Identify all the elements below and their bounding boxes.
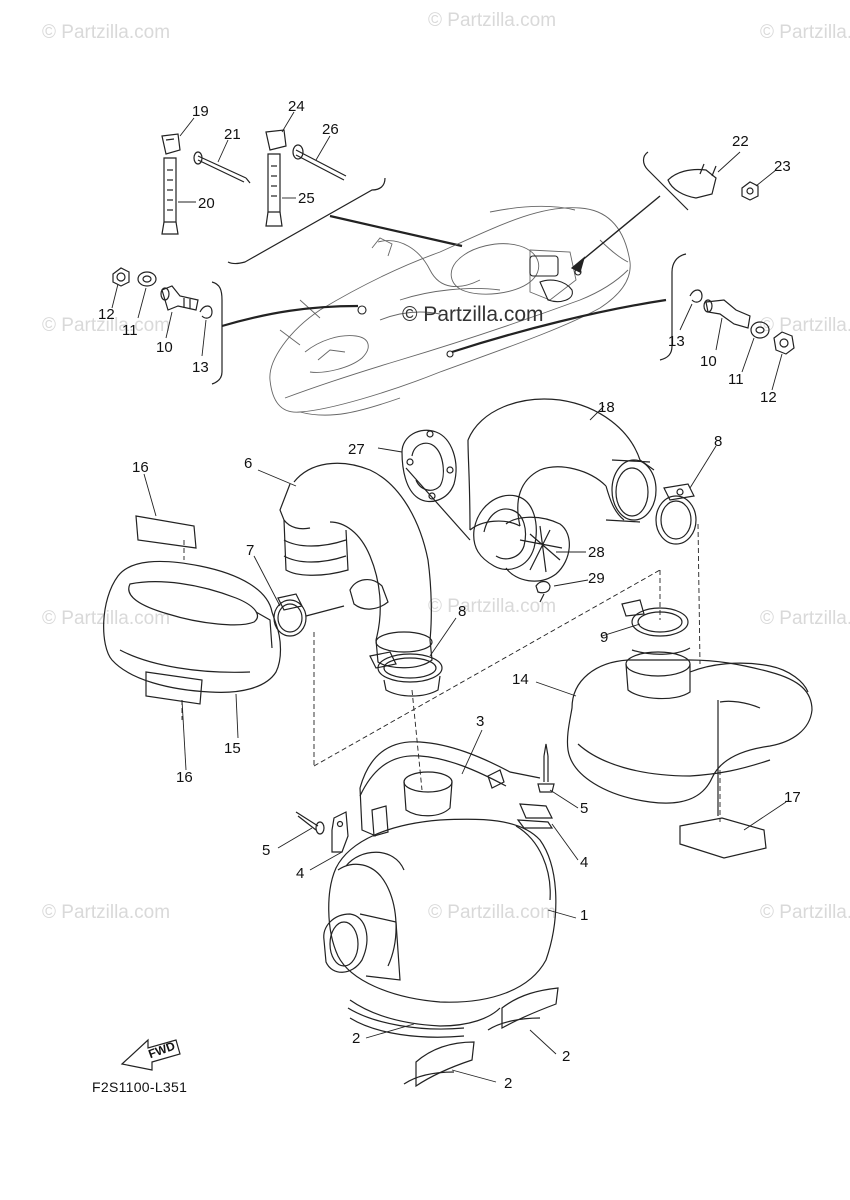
callout-12-left: 12: [98, 306, 115, 323]
callout-26: 26: [322, 121, 339, 138]
guide-lines: [181, 523, 721, 822]
callout-13-right: 13: [668, 333, 685, 350]
leader-line: [579, 195, 661, 263]
cable-tie-group: [161, 129, 463, 265]
callout-2-bottom: 2: [504, 1075, 513, 1092]
rivet-5-left: [295, 811, 325, 835]
callout-21: 21: [224, 126, 241, 143]
water-box-14: [566, 651, 813, 816]
callout-16-lower: 16: [176, 769, 193, 786]
flange-plate-27: [401, 429, 471, 541]
callout-27: 27: [348, 441, 365, 458]
pad-16: [135, 515, 203, 705]
watermark: © Partzilla.com: [428, 902, 557, 923]
center-watermark: © Partzilla.com: [402, 303, 544, 326]
callout-6: 6: [244, 455, 253, 472]
bracket-4-left: [331, 811, 349, 853]
leader-line: [451, 298, 667, 354]
callout-18: 18: [598, 399, 615, 416]
callout-8-upper: 8: [714, 433, 723, 450]
watermark: © Partzilla.com: [42, 22, 171, 43]
elbow-pipe-6: [279, 462, 433, 669]
callout-5-left: 5: [262, 842, 271, 859]
strap-3: [359, 741, 541, 837]
watermark: © Partzilla.com: [760, 902, 850, 923]
arrow-head: [570, 256, 586, 273]
callout-11-left: 11: [122, 322, 138, 339]
watermark: © Partzilla.com: [760, 315, 850, 336]
callout-1: 1: [580, 907, 589, 924]
callout-4-left: 4: [296, 865, 305, 882]
diagram-code: F2S1100-L351: [92, 1079, 188, 1095]
clamp-fitting: [403, 771, 453, 817]
callout-22: 22: [732, 133, 749, 150]
callout-29: 29: [588, 570, 605, 587]
callout-10-left: 10: [156, 339, 173, 356]
callout-23: 23: [774, 158, 791, 175]
resonator-box-15: [103, 560, 282, 693]
callout-4-right: 4: [580, 854, 589, 871]
drain-fitting-group-right: [659, 253, 795, 361]
watercraft-hull: [269, 205, 631, 416]
callout-10-right: 10: [700, 353, 717, 370]
callout-11-right: 11: [728, 371, 744, 388]
leader-line: [221, 304, 359, 328]
drain-fitting-group-left: [112, 267, 223, 385]
callout-28: 28: [588, 544, 605, 561]
callout-16-upper: 16: [132, 459, 149, 476]
bracket-4-right: [516, 803, 554, 829]
watermark: © Partzilla.com: [760, 608, 850, 629]
watermark: © Partzilla.com: [42, 902, 171, 923]
callout-25: 25: [298, 190, 315, 207]
callout-7: 7: [246, 542, 255, 559]
intake-pipe-18: [467, 398, 657, 531]
callout-19: 19: [192, 103, 209, 120]
rivet-5-right: [537, 743, 555, 793]
callout-9: 9: [600, 629, 609, 646]
callout-24: 24: [288, 98, 305, 115]
callout-12-right: 12: [760, 389, 777, 406]
callout-5-right: 5: [580, 800, 589, 817]
hose-clamp-7: [273, 593, 345, 637]
callout-14: 14: [512, 671, 529, 688]
muffler-1: [323, 818, 557, 1038]
watermark: © Partzilla.com: [428, 596, 557, 617]
hose-clamp-8-upper: [655, 483, 697, 545]
watermark: © Partzilla.com: [428, 10, 557, 31]
callout-20: 20: [198, 195, 215, 212]
bracket-group-right: [642, 151, 759, 211]
fwd-arrow-icon: [120, 1038, 181, 1071]
gasket-28: [473, 494, 570, 603]
hose-clamp-8-lower: [369, 651, 443, 697]
callout-17: 17: [784, 789, 801, 806]
hose-clamp-9: [621, 599, 691, 655]
callout-13-left: 13: [192, 359, 209, 376]
callout-8-lower: 8: [458, 603, 467, 620]
callout-leaders: [111, 111, 787, 1083]
watermark: © Partzilla.com: [42, 608, 171, 629]
callout-3: 3: [476, 713, 485, 730]
watermark: © Partzilla.com: [760, 22, 850, 43]
callout-15: 15: [224, 740, 241, 757]
pad-2: [403, 987, 559, 1088]
watermark: © Partzilla.com: [42, 315, 171, 336]
callout-2-right: 2: [562, 1048, 571, 1065]
pad-17: [679, 817, 767, 859]
callout-2-left: 2: [352, 1030, 361, 1047]
